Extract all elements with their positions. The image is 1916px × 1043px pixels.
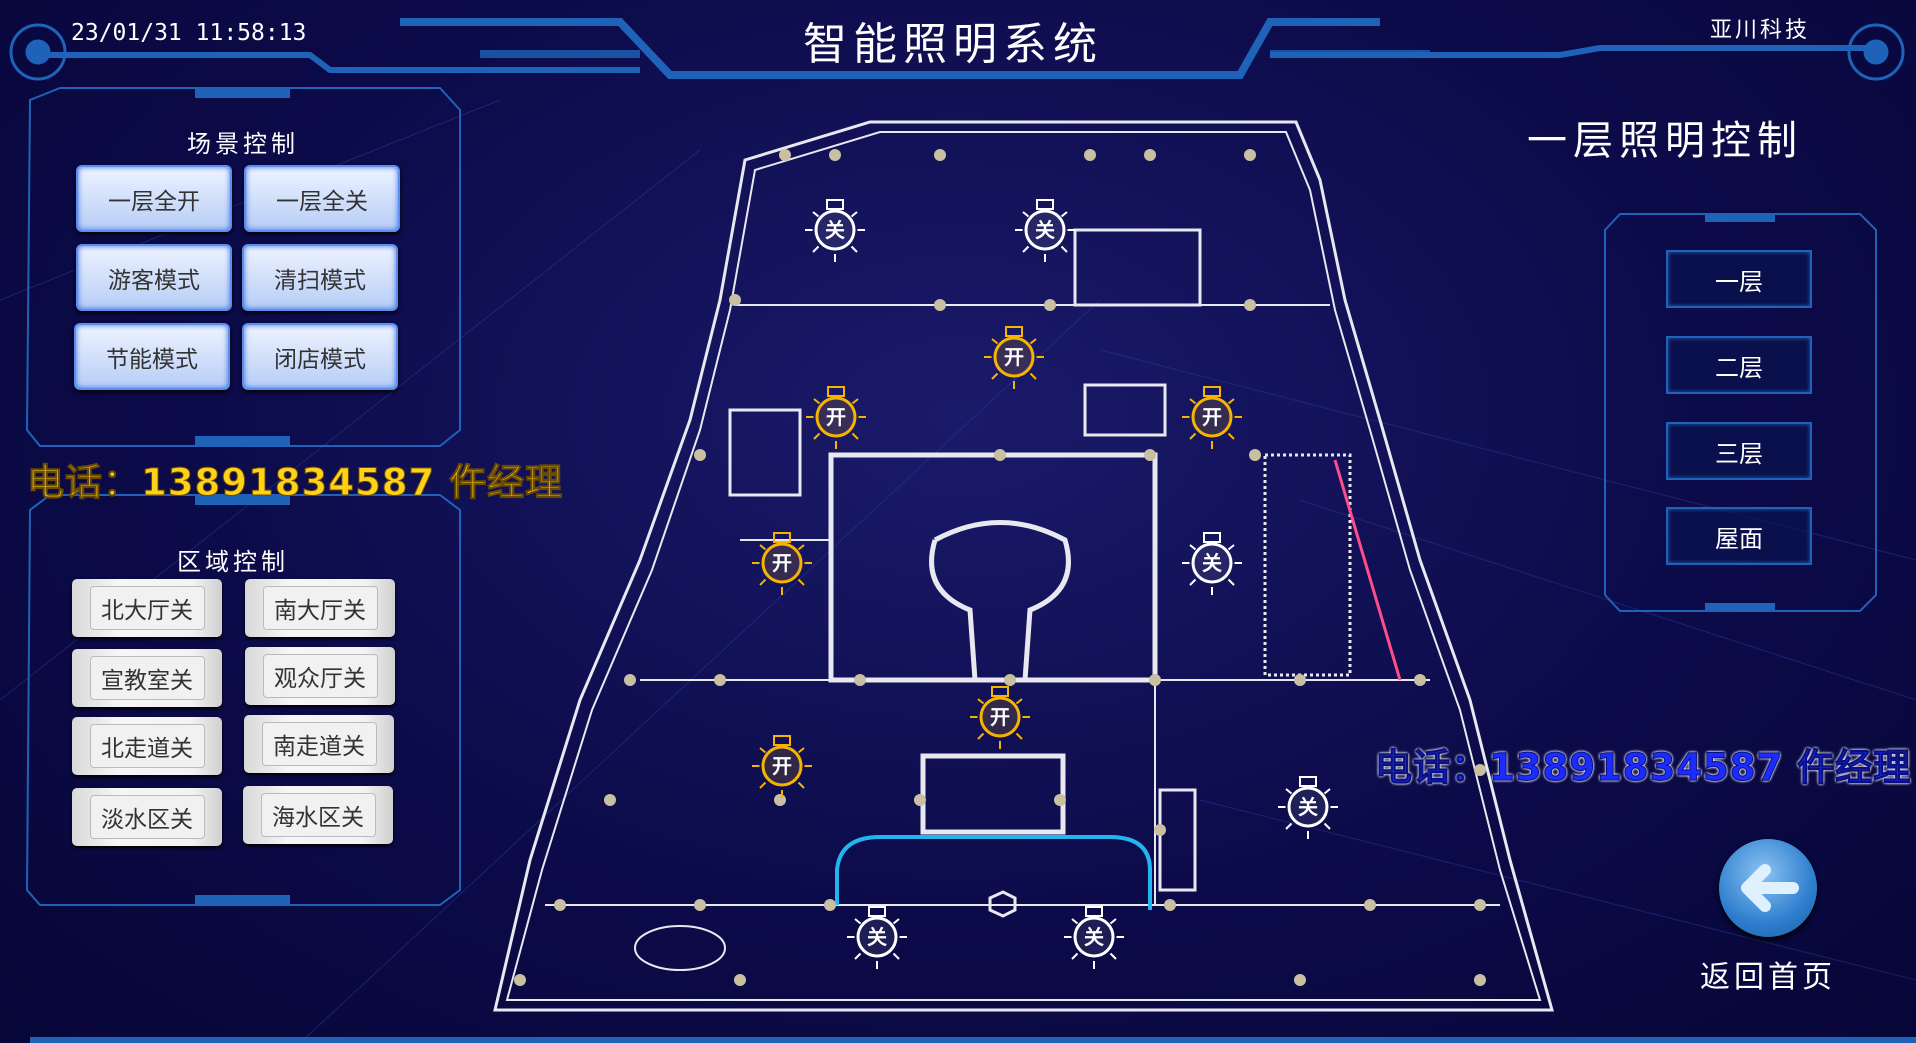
light-fixture-marker xyxy=(1044,299,1056,311)
light-fixture-marker xyxy=(934,299,946,311)
zone-north-hall-off-button[interactable]: 北大厅关 xyxy=(72,579,222,637)
zone-panel-title: 区域控制 xyxy=(177,548,289,576)
light-bulb-toggle[interactable]: 关 xyxy=(805,199,865,262)
zone-button-label: 南大厅关 xyxy=(262,586,378,630)
floor-lighting-title: 一层照明控制 xyxy=(1527,118,1803,164)
light-state-label: 关 xyxy=(1202,551,1222,575)
zone-freshwater-off-button[interactable]: 淡水区关 xyxy=(72,788,222,846)
light-state-label: 开 xyxy=(1202,405,1222,429)
light-fixture-marker xyxy=(1144,449,1156,461)
light-state-label: 开 xyxy=(1004,345,1024,369)
zone-south-hall-off-button[interactable]: 南大厅关 xyxy=(245,579,395,637)
light-bulb-toggle[interactable]: 开 xyxy=(806,386,866,449)
light-fixture-marker xyxy=(1164,899,1176,911)
visitor-mode-button[interactable]: 游客模式 xyxy=(76,244,232,311)
arrow-left-icon xyxy=(1741,864,1799,912)
zone-north-corridor-off-button[interactable]: 北走道关 xyxy=(72,717,222,775)
light-bulb-toggle[interactable]: 开 xyxy=(752,735,812,798)
zone-education-room-off-button[interactable]: 宣教室关 xyxy=(72,649,222,707)
light-fixture-marker xyxy=(1474,974,1486,986)
light-fixture-marker xyxy=(1294,674,1306,686)
light-state-label: 关 xyxy=(867,925,887,949)
zone-seawater-off-button[interactable]: 海水区关 xyxy=(243,786,393,844)
floor-2-button[interactable]: 二层 xyxy=(1666,336,1812,394)
floor-1-button[interactable]: 一层 xyxy=(1666,250,1812,308)
light-state-label: 开 xyxy=(772,551,792,575)
light-fixture-marker xyxy=(729,294,741,306)
light-bulb-toggle[interactable]: 开 xyxy=(984,326,1044,389)
zone-auditorium-off-button[interactable]: 观众厅关 xyxy=(245,647,395,705)
light-state-label: 开 xyxy=(826,405,846,429)
zone-button-label: 观众厅关 xyxy=(262,654,378,698)
light-fixture-marker xyxy=(1084,149,1096,161)
contact-phone-blue: 电话：13891834587 仵经理 xyxy=(1374,746,1912,790)
light-state-label: 开 xyxy=(990,705,1010,729)
scene-panel-title: 场景控制 xyxy=(187,130,299,158)
light-fixture-marker xyxy=(774,794,786,806)
datetime-display: 23/01/31 11:58:13 xyxy=(71,20,307,46)
light-state-label: 关 xyxy=(1035,218,1055,242)
light-fixture-marker xyxy=(994,449,1006,461)
page-title: 智能照明系统 xyxy=(803,19,1103,70)
zone-button-label: 北走道关 xyxy=(89,724,205,768)
light-fixture-marker xyxy=(914,794,926,806)
light-state-label: 开 xyxy=(772,754,792,778)
light-fixture-marker xyxy=(829,149,841,161)
light-fixture-marker xyxy=(1474,899,1486,911)
closing-mode-button[interactable]: 闭店模式 xyxy=(242,323,398,390)
light-bulb-toggle[interactable]: 开 xyxy=(1182,386,1242,449)
zone-button-label: 北大厅关 xyxy=(89,586,205,630)
cleaning-mode-button[interactable]: 清扫模式 xyxy=(242,244,398,311)
light-fixture-marker xyxy=(824,899,836,911)
zone-button-label: 南走道关 xyxy=(261,722,377,766)
light-fixture-marker xyxy=(1004,674,1016,686)
light-state-label: 关 xyxy=(1084,925,1104,949)
light-fixture-marker xyxy=(1054,794,1066,806)
light-fixture-marker xyxy=(1414,674,1426,686)
all-on-button[interactable]: 一层全开 xyxy=(76,165,232,232)
light-fixture-marker xyxy=(554,899,566,911)
light-fixture-marker xyxy=(714,674,726,686)
light-fixture-marker xyxy=(854,674,866,686)
light-fixture-marker xyxy=(694,899,706,911)
light-bulb-toggle[interactable]: 开 xyxy=(752,532,812,595)
light-fixture-marker xyxy=(624,674,636,686)
light-bulb-toggle[interactable]: 关 xyxy=(1278,776,1338,839)
light-bulb-toggle[interactable]: 关 xyxy=(1064,906,1124,969)
light-fixture-marker xyxy=(1154,824,1166,836)
brand-name: 亚川科技 xyxy=(1709,18,1810,43)
light-fixture-marker xyxy=(1249,449,1261,461)
contact-phone-yellow: 电话：13891834587 仵经理 xyxy=(26,461,564,505)
light-fixture-marker xyxy=(1144,149,1156,161)
light-bulb-toggle[interactable]: 关 xyxy=(847,906,907,969)
floor-3-button[interactable]: 三层 xyxy=(1666,422,1812,480)
zone-button-label: 淡水区关 xyxy=(89,795,205,839)
light-fixture-marker xyxy=(1244,149,1256,161)
back-home-button[interactable] xyxy=(1719,839,1817,937)
light-bulb-toggle[interactable]: 开 xyxy=(970,686,1030,749)
light-fixture-marker xyxy=(514,974,526,986)
light-state-label: 关 xyxy=(1298,795,1318,819)
light-fixture-marker xyxy=(779,149,791,161)
light-fixture-marker xyxy=(604,794,616,806)
zone-south-corridor-off-button[interactable]: 南走道关 xyxy=(244,715,394,773)
roof-button[interactable]: 屋面 xyxy=(1666,507,1812,565)
zone-button-label: 海水区关 xyxy=(260,793,376,837)
light-fixture-marker xyxy=(934,149,946,161)
light-fixture-marker xyxy=(694,449,706,461)
energy-saving-mode-button[interactable]: 节能模式 xyxy=(74,323,230,390)
light-fixture-marker xyxy=(734,974,746,986)
all-off-button[interactable]: 一层全关 xyxy=(244,165,400,232)
light-bulb-toggle[interactable]: 关 xyxy=(1015,199,1075,262)
light-state-label: 关 xyxy=(825,218,845,242)
light-bulb-toggle[interactable]: 关 xyxy=(1182,532,1242,595)
zone-button-label: 宣教室关 xyxy=(89,656,205,700)
light-fixture-marker xyxy=(1294,974,1306,986)
back-home-label: 返回首页 xyxy=(1700,960,1836,995)
light-fixture-marker xyxy=(1364,899,1376,911)
light-fixture-marker xyxy=(1149,674,1161,686)
light-fixture-marker xyxy=(1244,299,1256,311)
